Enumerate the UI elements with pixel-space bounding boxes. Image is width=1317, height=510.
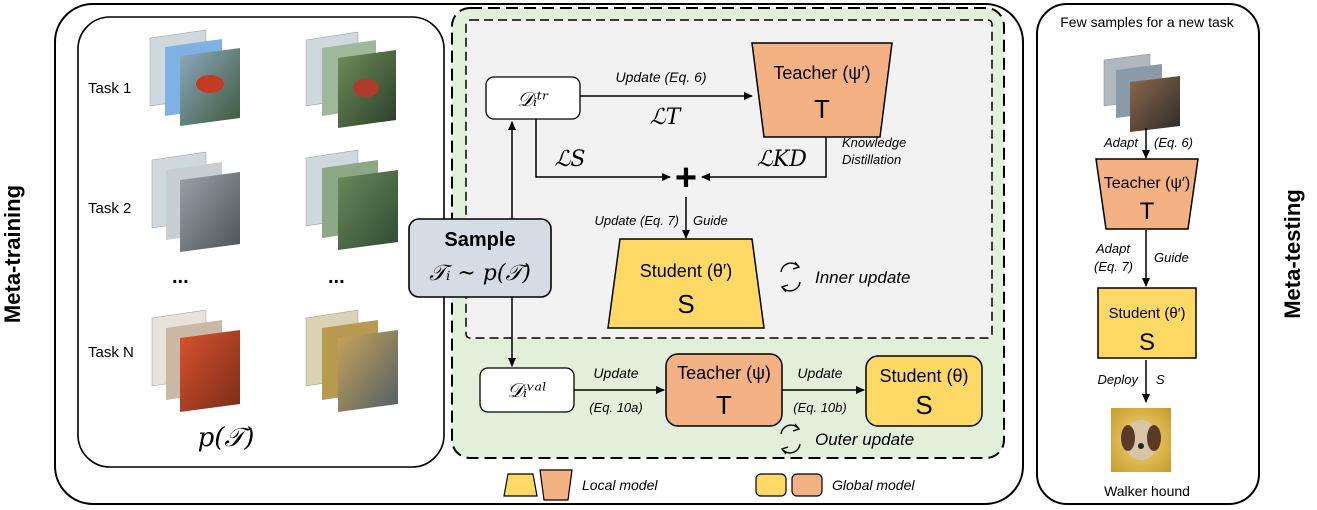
result-image xyxy=(1111,408,1171,472)
student-test xyxy=(1097,287,1197,359)
task-distribution-label: p(𝒯) xyxy=(198,423,255,453)
d-val-label: 𝒟ᵢᵛᵃˡ xyxy=(507,378,547,402)
task-1-query-images xyxy=(305,31,396,128)
legend-global-icons xyxy=(755,473,823,497)
outer-update-label: Outer update xyxy=(815,430,914,449)
student-test-letter: S xyxy=(1139,329,1155,356)
student-inner-letter: S xyxy=(677,289,694,319)
inner-update-label: Inner update xyxy=(815,268,910,287)
teacher-global-letter: T xyxy=(716,390,732,420)
deploy-s-label: S xyxy=(1156,372,1165,387)
teacher-global-title: Teacher (ψ) xyxy=(677,363,771,383)
student-global xyxy=(865,355,983,427)
eq6-label: (Eq. 6) xyxy=(1154,135,1193,150)
sample-title: Sample xyxy=(444,229,515,251)
teacher-inner-title: Teacher (ψ′) xyxy=(773,63,870,83)
meta-training-label: Meta-training xyxy=(0,185,25,323)
task-n-query-images xyxy=(305,309,398,412)
inner-update-cycle-icon xyxy=(780,261,801,293)
outer-update2-label: Update xyxy=(797,365,842,381)
result-label: Walker hound xyxy=(1104,483,1190,499)
student-test-title: Student (θ′) xyxy=(1108,305,1185,322)
guide-test-label: Guide xyxy=(1154,250,1189,265)
kd-label-2: Distillation xyxy=(842,152,901,167)
loss-kd-label: ℒKD xyxy=(757,147,807,172)
task-ellipsis-left: ... xyxy=(172,266,189,288)
adapt2-label: Adapt xyxy=(1095,241,1131,256)
sample-formula: 𝒯ᵢ ~ p(𝒯) xyxy=(429,261,531,286)
outer-update-cycle-icon xyxy=(780,423,801,455)
student-inner-title: Student (θ′) xyxy=(640,261,732,281)
d-train-box xyxy=(485,76,581,120)
outer-eq10b-label: (Eq. 10b) xyxy=(793,400,846,415)
meta-testing-frame xyxy=(1036,3,1260,505)
task-1-support-images xyxy=(149,29,240,126)
teacher-test-title: Teacher (ψ′) xyxy=(1104,175,1190,192)
outer-eq10a-label: (Eq. 10a) xyxy=(589,400,642,415)
legend-local-icons xyxy=(503,469,573,501)
d-train-label: 𝒟ᵢᵗʳ xyxy=(517,87,549,111)
adapt1-label: Adapt xyxy=(1103,135,1139,150)
task-n-support-images xyxy=(151,309,240,412)
student-inner xyxy=(607,238,765,329)
eq7-label: (Eq. 7) xyxy=(1094,259,1133,274)
meta-testing-label: Meta-testing xyxy=(1280,189,1305,319)
teacher-test xyxy=(1095,158,1199,230)
teacher-test-letter: T xyxy=(1140,198,1155,225)
new-task-images xyxy=(1103,53,1180,132)
task-2-support-images xyxy=(151,151,240,252)
deploy-label: Deploy xyxy=(1098,372,1140,387)
meta-training-frame xyxy=(54,3,1024,505)
sample-box xyxy=(408,218,552,298)
task-ellipsis-right: ... xyxy=(328,266,345,288)
guide-label: Guide xyxy=(693,213,728,228)
legend-global-label: Global model xyxy=(832,477,915,493)
kd-label-1: Knowledge xyxy=(842,135,906,150)
plus-sign: + xyxy=(675,157,697,199)
student-global-letter: S xyxy=(915,390,932,420)
teacher-inner-letter: T xyxy=(814,94,830,124)
task-n-label: Task N xyxy=(88,344,134,361)
update-eq6-label: Update (Eq. 6) xyxy=(615,69,706,85)
few-samples-title: Few samples for a new task xyxy=(1060,14,1235,30)
update-eq7-label: Update (Eq. 7) xyxy=(594,213,679,228)
outer-update1-label: Update xyxy=(593,365,638,381)
loss-teacher-label: ℒT xyxy=(650,105,683,130)
teacher-inner xyxy=(751,42,893,138)
kd-arrow xyxy=(701,137,827,181)
legend-local-label: Local model xyxy=(582,477,658,493)
student-global-title: Student (θ) xyxy=(879,366,968,386)
loss-student-label: ℒS xyxy=(555,147,586,172)
loss-student-arrow xyxy=(535,119,671,181)
task-2-label: Task 2 xyxy=(88,200,131,217)
task-2-query-images xyxy=(305,149,398,250)
task-1-label: Task 1 xyxy=(88,80,131,97)
